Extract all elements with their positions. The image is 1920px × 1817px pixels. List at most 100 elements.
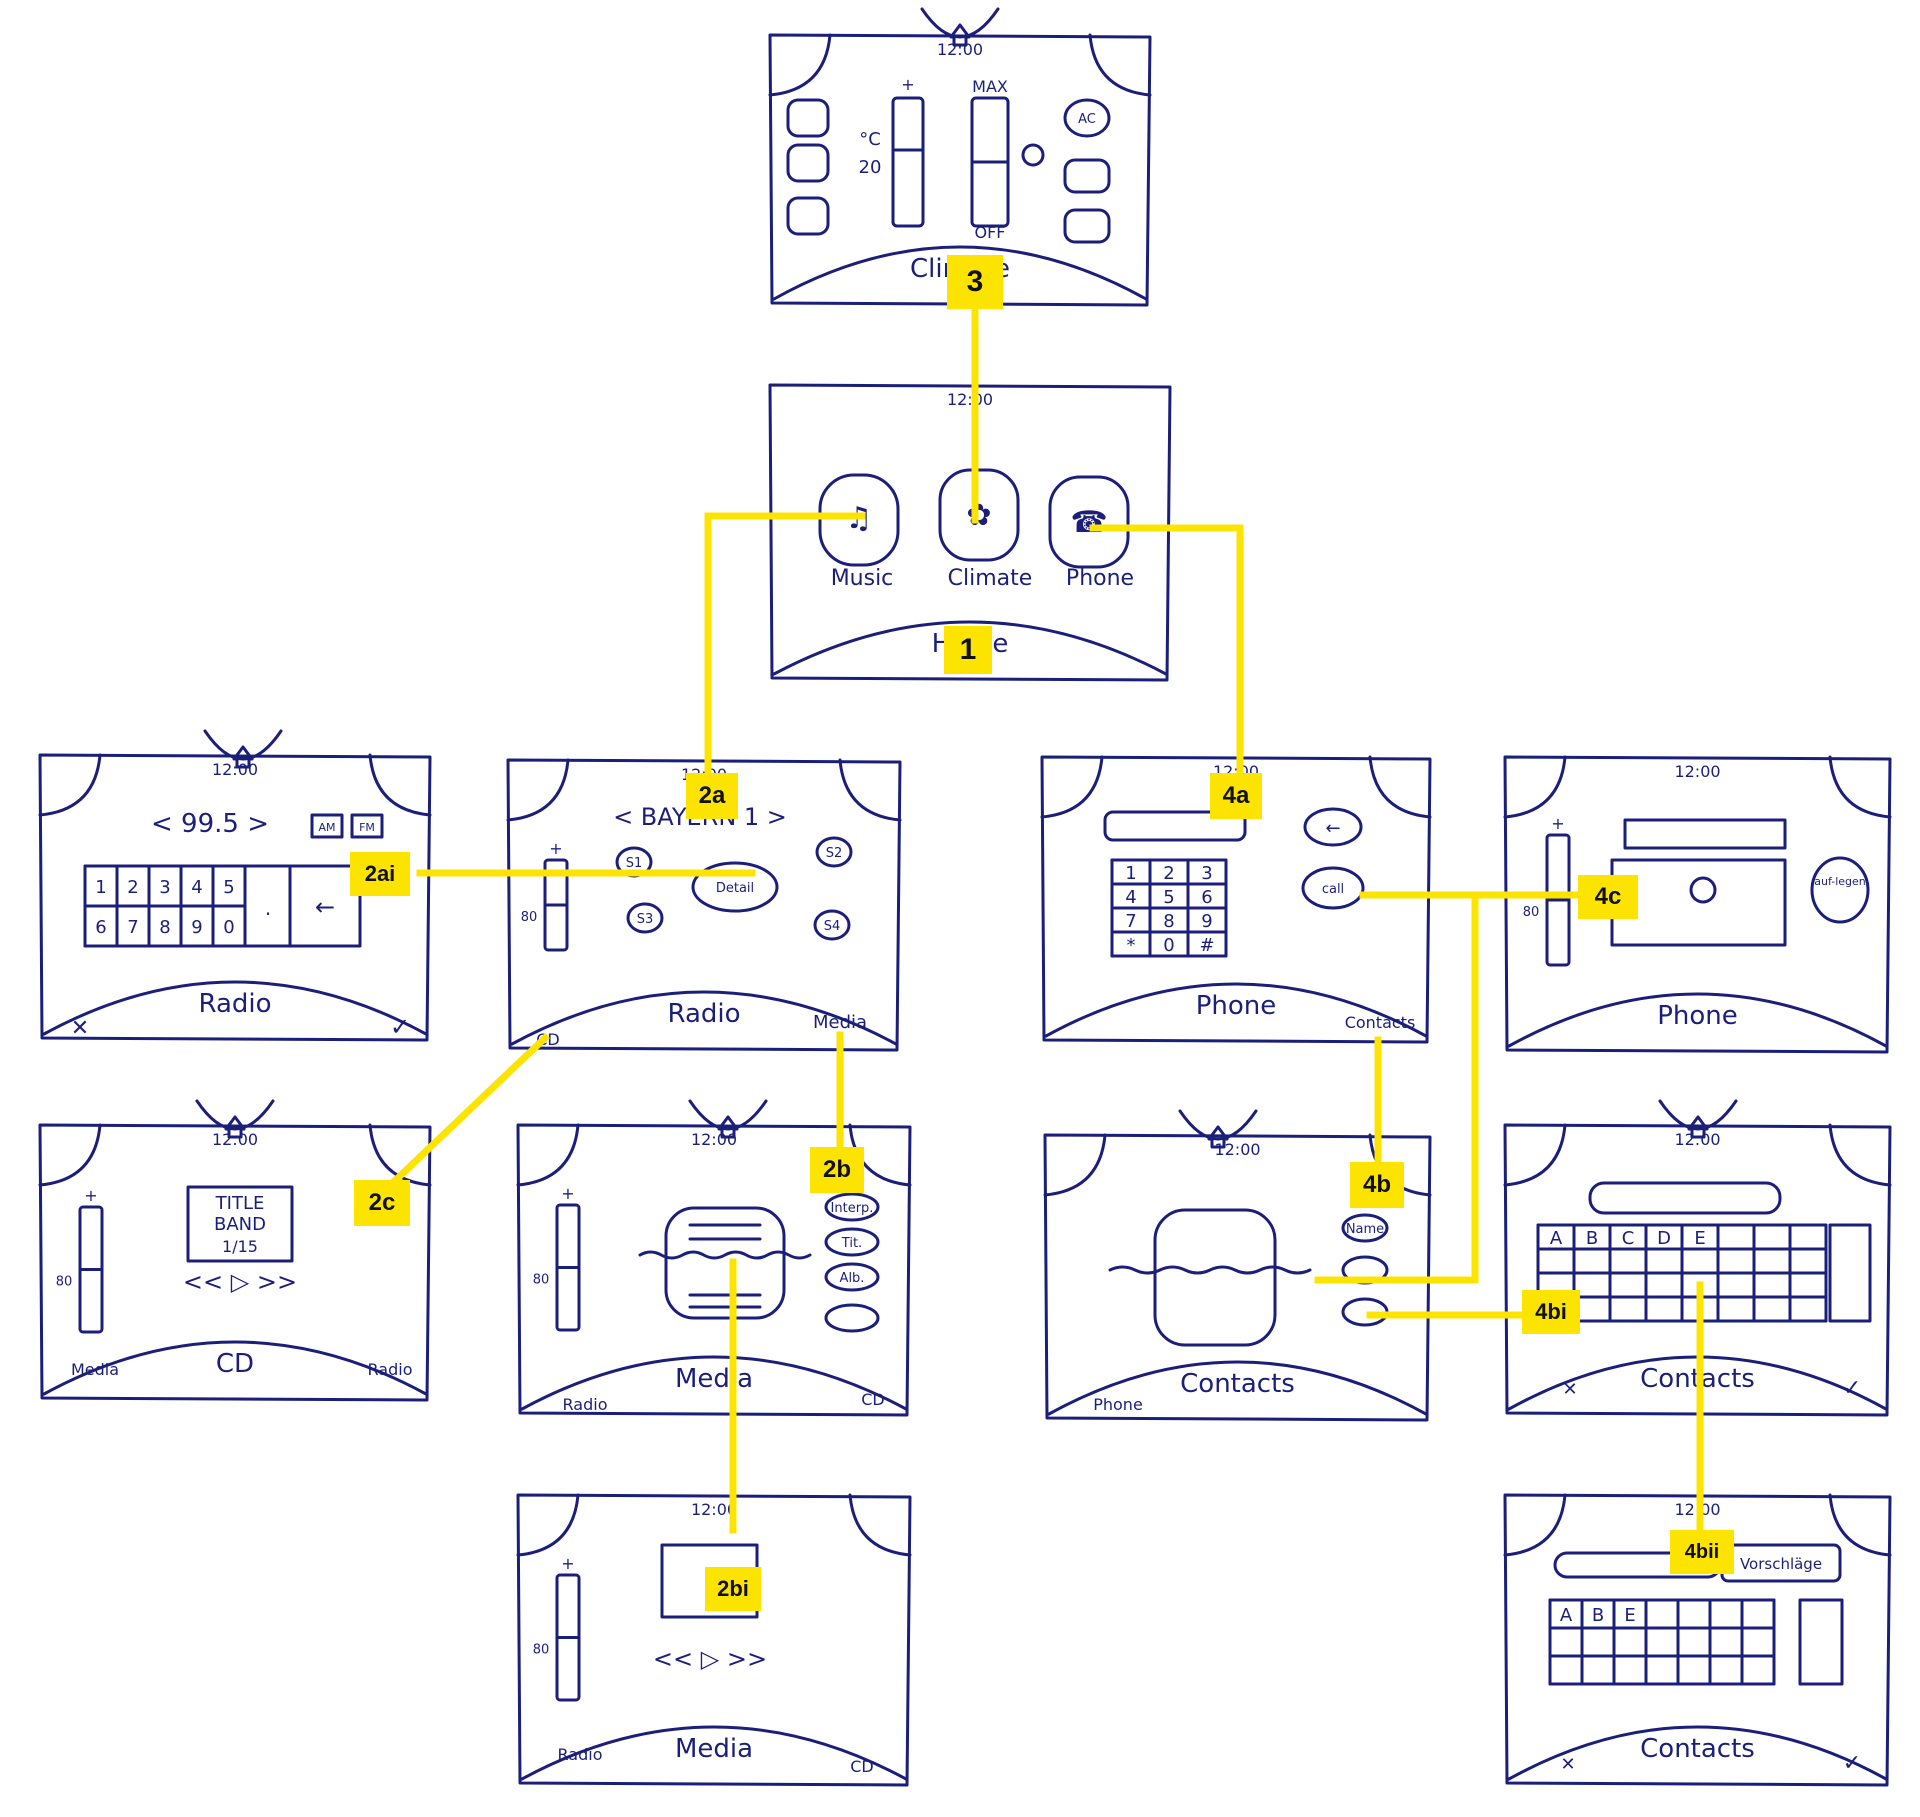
corner-right-tab (1828, 755, 1892, 819)
grid-key: 5 (1163, 887, 1174, 908)
corner-left-tab (38, 753, 102, 817)
corner-left-tab (1040, 755, 1104, 819)
hangup-button (1810, 856, 1870, 924)
cd-link: CD (861, 1390, 885, 1409)
volume-value: 80 (533, 1643, 550, 1658)
grid-key: 2 (1163, 863, 1174, 884)
home-tab (920, 7, 1000, 39)
grid-key: * (1127, 935, 1136, 956)
grid-key: 5 (223, 877, 234, 898)
screen-frame (1503, 1493, 1892, 1787)
clock-text: 12:00 (212, 1130, 258, 1149)
contacts-link: Contacts (1345, 1013, 1416, 1032)
climate-fan-icon: ✿ (966, 498, 991, 533)
volume-plus: + (84, 1186, 97, 1205)
footer-arc (510, 990, 898, 1046)
footer-title: Phone (1196, 991, 1277, 1021)
grid-key: C (1622, 1228, 1635, 1249)
grid-key: B (1586, 1228, 1598, 1249)
radio-link: Radio (558, 1745, 603, 1764)
grid-key: 3 (159, 877, 170, 898)
clock-text: 12:00 (691, 1130, 737, 1149)
filter-0-label: Interp. (831, 1201, 874, 1216)
step-tag-3: 3 (947, 255, 1003, 309)
fan-off: OFF (975, 223, 1006, 242)
backspace-key (1828, 1223, 1872, 1323)
corner-left-tab (768, 33, 832, 97)
corner-left-tab (1043, 1133, 1107, 1197)
cover-flow (664, 1206, 786, 1320)
step-tag-2bi: 2bi (705, 1567, 761, 1611)
preset-3-label: S4 (824, 919, 841, 934)
transport-controls: << ▷ >> (653, 1645, 767, 1673)
corner-left-tab (506, 758, 570, 822)
air-button (1063, 208, 1111, 244)
frequency-display: < 99.5 > (151, 809, 269, 839)
filter-2 (824, 1262, 880, 1292)
footer-title: CD (216, 1349, 254, 1379)
step-tag-4bi: 4bi (1522, 1290, 1580, 1334)
screen-frame (506, 758, 902, 1052)
corner-right-tab (1828, 1493, 1892, 1557)
name-sort-button (1341, 1213, 1389, 1243)
ac-button (1063, 98, 1111, 138)
step-tag-4a: 4a (1210, 773, 1262, 819)
backspace-icon: ← (315, 893, 335, 921)
filter-1 (824, 1227, 880, 1257)
search-field (1588, 1181, 1782, 1215)
corner-right-tab (368, 1123, 432, 1187)
confirm-icon: ✓ (390, 1013, 410, 1041)
track-number: 1/15 (222, 1237, 258, 1256)
volume-value: 80 (533, 1273, 550, 1288)
fan-max: MAX (972, 77, 1008, 96)
grid-key: 9 (1201, 911, 1212, 932)
home-icon (1687, 1115, 1709, 1139)
grid-key: 7 (127, 917, 138, 938)
clock-text: 12:00 (947, 390, 993, 409)
footer-title: Media (675, 1734, 753, 1764)
grid-key: A (1560, 1605, 1573, 1626)
backspace-key (1798, 1598, 1844, 1686)
temp-unit: °C (859, 129, 881, 150)
step-tag-2b: 2b (810, 1147, 864, 1193)
album-card (186, 1185, 294, 1263)
search-button (824, 1303, 880, 1333)
home-tab (1658, 1099, 1738, 1131)
preset-3 (813, 909, 851, 941)
temp-value: 20 (859, 157, 882, 178)
caller-avatar-icon (1689, 876, 1717, 904)
phone-tile (1048, 475, 1130, 569)
clock-text: 12:00 (1674, 1130, 1720, 1149)
corner-left-tab (38, 1123, 102, 1187)
footer-arc (1507, 1725, 1888, 1781)
call-button (1301, 866, 1365, 910)
footer-arc (520, 1355, 908, 1411)
flow-connector (1089, 524, 1244, 799)
number-field (1103, 810, 1247, 842)
corner-left-tab (516, 1123, 580, 1187)
home-icon (1207, 1125, 1229, 1149)
radio-link: Radio (563, 1395, 608, 1414)
step-tag-2a: 2a (686, 773, 738, 819)
home-tab (688, 1099, 768, 1131)
am-button (310, 813, 344, 839)
filter-1-label: Tit. (841, 1236, 862, 1251)
screen-frame (516, 1123, 912, 1417)
home-tab (195, 1099, 275, 1131)
home-icon (717, 1115, 739, 1139)
dot-label: . (265, 896, 271, 920)
grid-key: 2 (127, 877, 138, 898)
footer-title: Contacts (1180, 1369, 1295, 1399)
volume-value: 80 (56, 1275, 73, 1290)
footer-arc (520, 1725, 908, 1781)
